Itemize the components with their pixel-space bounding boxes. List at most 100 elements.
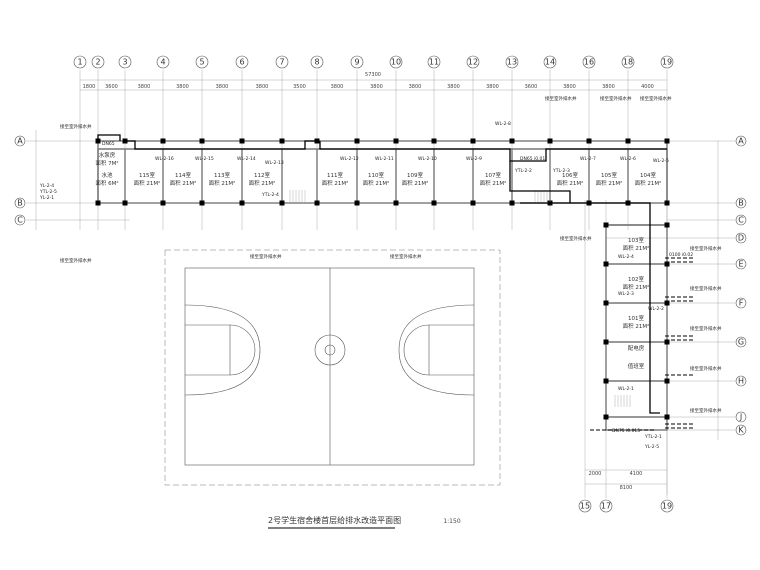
structural-column [160,138,166,144]
axis-bubble [621,55,635,69]
row-axis-label-A: A [17,137,23,146]
axis-bubble [578,499,592,513]
pipe-label: DN65 [102,141,115,147]
axis-label-5: 5 [199,58,204,67]
outlet-note: 接至室外排水井 [250,253,282,260]
pipe-label: WL-2-16 [155,156,174,162]
outlet-note: 接至室外排水井 [690,325,722,332]
room-name: 101室 [628,314,644,322]
row-axis-label-G: G [738,338,744,347]
dimension-label: 3800 [409,84,422,90]
axis-bubble [735,411,747,423]
room-name: 107室 [485,171,501,179]
pipe-label: YTL-2-2 [514,168,532,174]
room-name: 102室 [628,275,644,283]
structural-column [603,222,609,228]
dimension-label: 3800 [370,84,383,90]
structural-column [664,300,670,306]
row-axis-label-F: F [739,299,744,308]
room-area: 面积 7M² [95,160,118,167]
pipe-label: DN75 i0.015 [612,428,640,434]
room-area: 面积 21M² [557,180,584,187]
row-axis-label-A: A [738,137,744,146]
axis-label-15: 15 [580,502,590,511]
room-name: 配电房 [628,344,645,352]
axis-label-14: 14 [545,58,555,67]
drawing-title: 2号学生宿舍楼首层给排水改造平面图 1:150 [268,515,461,529]
structural-column [239,200,245,206]
dimension-label: 2000 [589,471,602,477]
axis-bubble [118,55,132,69]
room-name: 水池 [101,171,113,179]
structural-column [509,138,515,144]
room-name: 113室 [214,171,230,179]
axis-bubble [735,424,747,436]
axis-bubble [660,55,674,69]
dimension-label: 3800 [331,84,344,90]
structural-column [160,200,166,206]
outlet-note: 接至室外排水井 [690,285,722,292]
structural-column [393,200,399,206]
outlet-note: 接至室外排水井 [600,95,632,102]
structural-column [279,200,285,206]
row-axis-label-B: B [738,199,744,208]
room-area: 面积 21M² [170,180,197,187]
drainage-pipes [97,134,695,431]
axis-label-16: 16 [584,58,594,67]
pipe-label: WL-2-12 [340,156,359,162]
dimension-label: 3800 [256,84,269,90]
axis-bubble [427,55,441,69]
axis-label-2: 2 [95,58,100,67]
room-area: 面积 21M² [363,180,390,187]
room-area: 面积 21M² [322,180,349,187]
axis-bubble [599,499,613,513]
dimension-label: 4100 [630,471,643,477]
axis-bubble [350,55,364,69]
dimension-label: 3800 [138,84,151,90]
pipe-label: DN65 i0.01 [520,156,545,162]
axis-label-3: 3 [122,58,127,67]
structural-column [603,339,609,345]
pipe-label: WL-2-4 [618,254,634,260]
axis-bubble [543,55,557,69]
room-name: 114室 [175,171,191,179]
pipe-label: WL-2-1 [618,386,634,392]
outlet-note: 接至室外排水井 [690,245,722,252]
pipe-label: WL-2-13 [265,160,284,166]
axis-label-19: 19 [662,58,672,67]
pipe-label: YTL-2-5 [39,189,57,195]
structural-column [431,200,437,206]
axis-bubble [582,55,596,69]
axis-bubble [735,375,747,387]
dimension-label: 3800 [563,84,576,90]
axis-bubble [195,55,209,69]
axis-label-7: 7 [279,58,284,67]
structural-column [664,261,670,267]
structural-column [603,300,609,306]
pipe-label: YL-2-4 [39,183,54,189]
pipe-label: WL-2-8 [495,121,511,127]
axis-bubble [735,197,747,209]
structural-column [625,138,631,144]
room-name: 水泵房 [99,151,116,159]
row-axis-label-B: B [17,199,23,208]
outlet-note: 接至室外排水井 [690,407,722,414]
axis-bubble [735,214,747,226]
pipe-label: YL-2-1 [39,195,54,201]
pipe-label: WL-2-9 [466,156,482,162]
row-axis-label-K: K [738,426,744,435]
main-block-outline [97,140,668,204]
row-axis-label-C: C [17,216,23,225]
axis-label-17: 17 [601,502,611,511]
room-area: 面积 21M² [402,180,429,187]
room-name: 106室 [562,171,578,179]
outlet-note: 接至室外排水井 [60,257,92,264]
axis-bubble [73,55,87,69]
axis-label-19: 19 [662,502,672,511]
scale-text: 1:150 [443,518,460,525]
outlet-note: 接至室外排水井 [60,123,92,130]
axis-bubble [235,55,249,69]
room-name: 115室 [139,171,155,179]
axis-bubble [91,55,105,69]
